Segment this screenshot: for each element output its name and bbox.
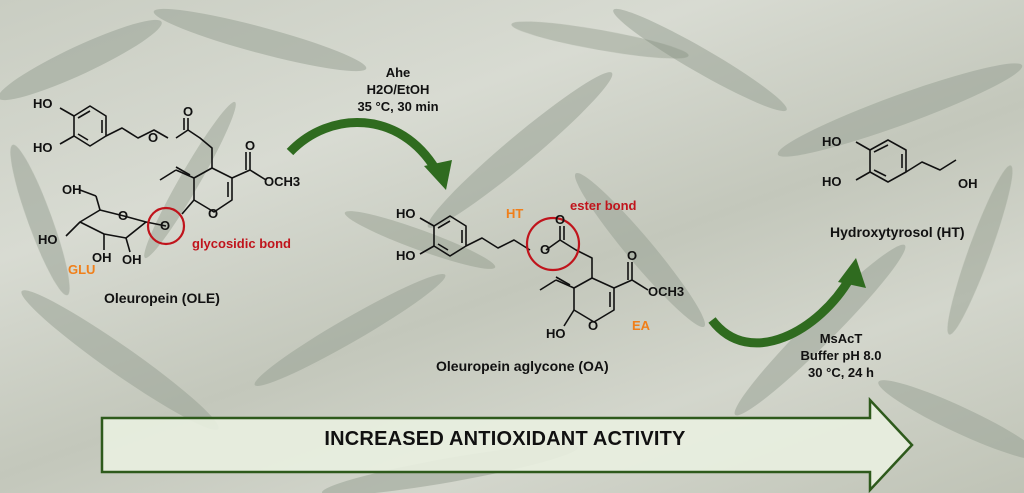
ole-ester-o: O	[148, 130, 159, 145]
step1-temp-time: 35 °C, 30 min	[357, 99, 439, 114]
oa-ea-label: EA	[632, 318, 651, 333]
oa-ring-o: O	[588, 318, 599, 333]
ole-glu-oh-6: OH	[62, 182, 82, 197]
oa-ester-o: O	[540, 242, 551, 257]
ole-glu-ring-o: O	[118, 208, 129, 223]
reaction-arrow-1	[286, 117, 440, 173]
ole-name: Oleuropein (OLE)	[104, 290, 220, 306]
step2-conditions: MsAcT Buffer pH 8.0 30 °C, 24 h	[786, 330, 896, 381]
oa-ht-label: HT	[506, 206, 524, 221]
step1-solvent: H2O/EtOH	[366, 82, 430, 97]
glu-label: GLU	[68, 262, 96, 277]
oa-name: Oleuropein aglycone (OA)	[436, 358, 609, 374]
ht-oh: OH	[958, 176, 978, 191]
glycosidic-bond-label: glycosidic bond	[192, 236, 291, 251]
activity-banner-arrow	[100, 396, 914, 493]
reaction-arrow-2	[708, 275, 854, 348]
step2-buffer: Buffer pH 8.0	[800, 348, 882, 363]
ester-bond-circle	[525, 216, 581, 272]
oa-catechol-ring	[419, 215, 531, 257]
ole-ring-o: O	[208, 206, 219, 221]
ht-ho-top: HO	[822, 134, 842, 149]
step2-temp-time: 30 °C, 24 h	[808, 365, 874, 380]
ole-secoiridoid-core	[159, 152, 267, 215]
ole-glu-ho-4: HO	[38, 232, 58, 247]
step1-enzyme: Ahe	[385, 65, 411, 80]
oa-och3: OCH3	[648, 284, 685, 299]
oa-ester-and-core	[539, 226, 649, 327]
ole-glucose-ring	[65, 189, 167, 253]
oa-carbonyl-o2: O	[627, 248, 638, 263]
ht-catechol-ring	[855, 139, 957, 183]
glycosidic-bond-circle	[146, 206, 186, 246]
ole-ho-bottom: HO	[33, 140, 53, 155]
oa-ho-bottom: HO	[396, 248, 416, 263]
ole-catechol-ring	[59, 105, 169, 147]
activity-banner-text: INCREASED ANTIOXIDANT ACTIVITY	[324, 428, 686, 450]
ester-bond-label: ester bond	[570, 198, 637, 213]
ole-carbonyl-o2: O	[245, 138, 256, 153]
ole-ester	[175, 118, 213, 168]
oa-ho-top: HO	[396, 206, 416, 221]
ole-glu-oh-2: OH	[122, 252, 142, 267]
ht-ho-bottom: HO	[822, 174, 842, 189]
ole-carbonyl-o: O	[183, 104, 194, 119]
step2-enzyme: MsAcT	[819, 331, 863, 346]
oa-carbonyl-o: O	[555, 212, 566, 227]
ole-glycosidic-o: O	[160, 218, 171, 233]
ole-glu-oh-3: OH	[92, 250, 112, 265]
oa-ho-hemiacetal: HO	[546, 326, 566, 341]
ole-ho-top: HO	[33, 96, 53, 111]
step1-conditions: Ahe H2O/EtOH 35 °C, 30 min	[348, 64, 448, 115]
ole-och3: OCH3	[264, 174, 301, 189]
ht-name: Hydroxytyrosol (HT)	[830, 224, 965, 240]
